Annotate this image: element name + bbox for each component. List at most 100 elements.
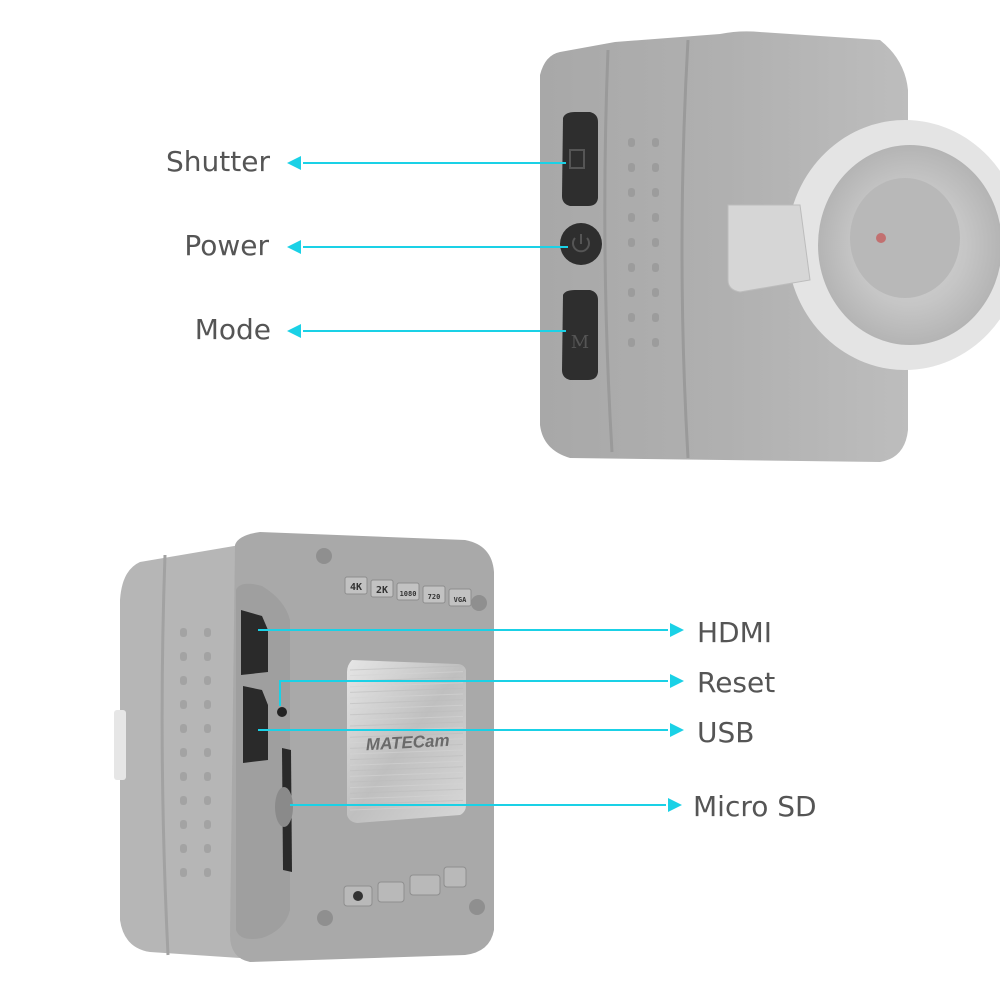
camera-bottom-side-seam [160,554,170,956]
resolution-badge [396,582,420,601]
brushing-line [349,687,464,693]
vent-dot [628,288,635,297]
callout-shutter-arrow [287,156,301,170]
brushing-line [349,671,464,677]
callout-microsd-arrow [668,798,682,812]
resolution-badge-label: VGA [454,596,467,604]
brushing-line [349,755,464,761]
brushing-line [349,805,464,811]
brushing-line [349,738,464,744]
brushing-line [349,799,464,805]
brushing-line [349,749,464,755]
vent-dot [204,844,211,853]
shutter-button[interactable] [562,112,598,206]
brushing-line [349,732,464,738]
vent-dot [204,748,211,757]
shutter-button-glyph [569,149,585,169]
callout-usb-arrow [670,723,684,737]
vent-dot [204,868,211,877]
brushing-line [349,743,464,749]
vent-dot [652,338,659,347]
brushing-line [349,693,464,699]
vent-dot [180,700,187,709]
label-shutter: Shutter [166,145,270,178]
brushing-line [349,783,464,789]
brand-logo: MATECam [365,731,450,754]
callout-reset-line [279,680,668,706]
resolution-badge-label: 4K [350,582,362,593]
callout-mode-arrow [287,324,301,338]
camera-mode-icon-lens [353,891,363,901]
microsd-slot-recess [275,787,293,827]
mode-button[interactable] [562,290,598,380]
vent-dot [180,796,187,805]
callout-power [287,240,568,254]
callout-reset [279,674,684,706]
callout-shutter [287,156,566,170]
label-reset: Reset [697,666,776,699]
label-usb: USB [697,716,755,749]
vent-dot [652,288,659,297]
usb-port[interactable] [243,686,268,763]
vent-dot [180,820,187,829]
brushing-line [349,704,464,710]
resolution-badge [448,588,472,607]
vent-dot [628,313,635,322]
brushing-line [349,771,464,777]
camera-top: M [540,31,1000,462]
vent-dot [628,338,635,347]
vent-dot [180,652,187,661]
brushing-line [349,794,464,800]
brushing-line [349,777,464,783]
camera-bottom-side-tab [114,710,126,780]
resolution-badge [370,579,394,598]
callout-hdmi-arrow [670,623,684,637]
vent-dot [652,213,659,222]
vent-dot [652,163,659,172]
vent-dot [628,213,635,222]
resolution-badge [344,576,368,595]
screw-top-left [316,548,332,564]
mode-button-glyph: M [571,332,589,353]
vent-dot [652,238,659,247]
resolution-badge [422,585,446,604]
vent-dot [652,138,659,147]
resolution-badge-label: 2K [376,585,388,596]
vent-dot [204,820,211,829]
screw-bottom-right [469,899,485,915]
reset-hole[interactable] [277,707,287,717]
screw-top-right [471,595,487,611]
vent-dot [628,263,635,272]
brushing-line [349,721,464,727]
vent-dot [652,263,659,272]
callout-hdmi [258,623,684,637]
camera-top-seam-2 [680,39,690,459]
hdmi-port[interactable] [241,610,268,675]
callout-microsd [290,798,682,812]
brushing-line [349,715,464,721]
vent-dot [652,188,659,197]
camera-top-seam-1 [603,49,614,453]
camera-top-lens-bracket [727,204,811,293]
vent-dot [180,868,187,877]
camera-bottom-vents [180,628,211,877]
callout-mode [287,324,566,338]
vent-dot [204,724,211,733]
brushing-line [349,699,464,705]
brushing-line [349,665,464,671]
callout-power-arrow [287,240,301,254]
vent-dot [628,238,635,247]
vent-dot [204,796,211,805]
label-power: Power [184,229,269,262]
callout-usb [258,723,684,737]
camera-top-lens-inner [850,178,960,298]
label-hdmi: HDMI [697,616,773,649]
video-mode-icon [377,881,405,903]
vent-dot [180,844,187,853]
brushing-line [349,710,464,716]
battery-icon [409,874,441,896]
vent-dot [628,138,635,147]
brushing-line [349,682,464,688]
